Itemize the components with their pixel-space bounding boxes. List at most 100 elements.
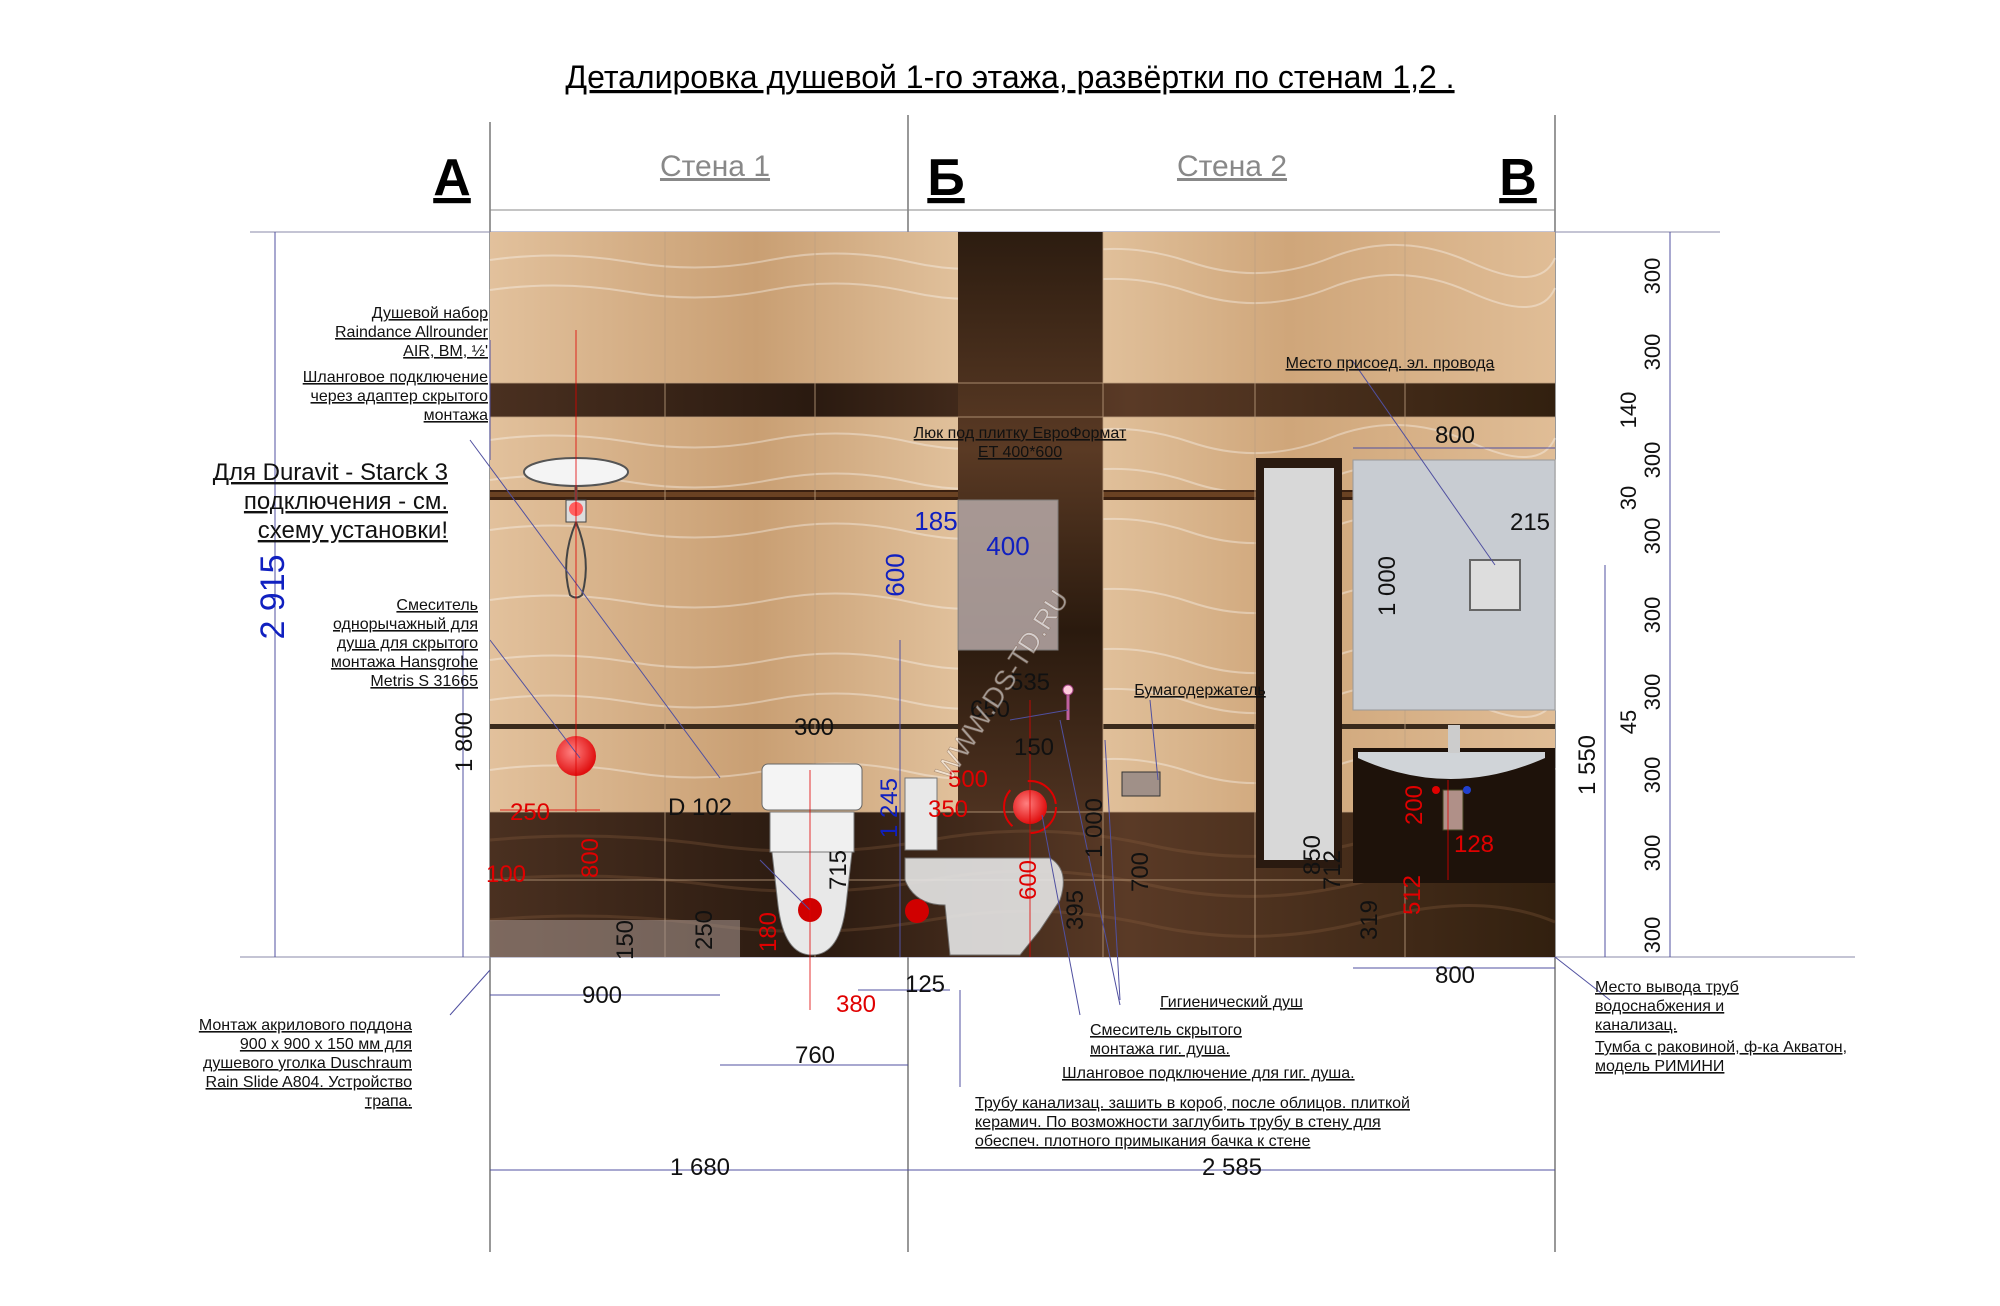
toilet-side: [904, 777, 1064, 956]
black-dimensions: 900 760 1 680 2 585 125 300 D 102 715 15…: [451, 422, 1601, 1181]
red-dim-100: 100: [486, 861, 526, 888]
hose-connection-label-line: монтажа: [424, 407, 488, 424]
leader-line: [1009, 709, 1069, 721]
shower-tray: [490, 920, 740, 957]
shower-set-label-line: AIR, BM, ½': [403, 343, 488, 360]
red-dimensions: 250 100 800 180 380 500 350 600 200 128 …: [486, 766, 1494, 1018]
leader-line: [1059, 719, 1121, 1006]
pipe-box-label-line: обеспеч. плотного примыкания бачка к сте…: [975, 1133, 1310, 1150]
dim-250: 250: [691, 910, 718, 950]
dim-125: 125: [905, 971, 945, 998]
red-dim-500: 500: [948, 766, 988, 793]
dim-712: 712: [1319, 850, 1346, 890]
red-dim-800: 800: [577, 838, 604, 878]
hose-connection-label-line: Шланговое подключение: [303, 369, 488, 386]
right-dim-label: 300: [1640, 258, 1665, 295]
duravit-note-line: Для Duravit - Starck 3: [213, 459, 448, 486]
dim-715: 715: [825, 850, 852, 890]
right-dim-label: 30: [1616, 486, 1641, 510]
dim-395: 395: [1062, 890, 1089, 930]
red-dim-128: 128: [1454, 831, 1494, 858]
mixer-label-line: Metris S 31665: [370, 673, 478, 690]
dim-1800: 1 800: [451, 712, 478, 772]
right-dim-label: 300: [1640, 674, 1665, 711]
tray-label-line: душевого уголка Duschraum: [203, 1055, 412, 1072]
tray-label-line: Rain Slide A804. Устройство: [206, 1074, 413, 1091]
right-dim-label: 140: [1616, 392, 1641, 429]
right-dim-label: 300: [1640, 334, 1665, 371]
red-dim-380: 380: [836, 991, 876, 1018]
shower-set-label-line: Душевой набор: [372, 305, 488, 322]
hygienic-shower-label-line: Гигиенический душ: [1160, 994, 1303, 1011]
dim-1550: 1 550: [1574, 735, 1601, 795]
page-title: Деталировка душевой 1-го этажа, развёртк…: [565, 59, 1454, 95]
leader-line: [1351, 359, 1496, 566]
dim-2585: 2 585: [1202, 1154, 1262, 1181]
blue-dimensions: 185 400 600: [880, 506, 1030, 597]
dim-total-height: 2 915: [254, 554, 292, 639]
mixer-label-line: монтажа Hansgrohe: [331, 654, 478, 671]
right-dim-label: 45: [1616, 710, 1641, 734]
access-hatch: [957, 499, 1059, 651]
hidden-mixer-label-line: монтажа гиг. душа.: [1090, 1041, 1230, 1058]
blue-dim-185: 185: [914, 506, 957, 536]
right-dim-label: 300: [1640, 917, 1665, 954]
pipe-outlet-label-line: канализац.: [1595, 1017, 1677, 1034]
dimension-lines: [274, 232, 1611, 1171]
right-dim-label: 300: [1640, 835, 1665, 872]
pipe-outlet-label-line: Место вывода труб: [1595, 979, 1739, 996]
dim-760: 760: [795, 1042, 835, 1069]
paper-holder-label-line: Бумагодержатель: [1134, 682, 1265, 699]
red-dim-200: 200: [1401, 785, 1428, 825]
red-guide-lines: [500, 330, 1449, 1010]
axis-a-label: А: [433, 149, 471, 207]
leader-line: [469, 439, 721, 779]
dim-150b: 150: [1014, 734, 1054, 761]
dim-d102: D 102: [668, 794, 732, 821]
red-dim-600: 600: [1015, 860, 1042, 900]
hose-hygienic-label-line: Шланговое подключение для гиг. душа.: [1062, 1065, 1355, 1082]
leader-line: [759, 859, 811, 911]
tray-label-line: Монтаж акрилового поддона: [199, 1017, 412, 1034]
blue-dim-600: 600: [880, 553, 910, 596]
dim-150a: 150: [612, 920, 639, 960]
red-dim-350: 350: [928, 796, 968, 823]
right-dim-label: 300: [1640, 518, 1665, 555]
dim-700: 700: [1127, 852, 1154, 892]
duravit-note-line: подключения - см.: [244, 488, 448, 515]
dim-1000a: 1 000: [1081, 798, 1108, 858]
dim-900: 900: [582, 982, 622, 1009]
mixer-label-line: однорычажный для: [333, 616, 478, 633]
tall-cabinet: [1256, 458, 1342, 868]
pipe-box-label-line: Трубу канализац. зашить в короб, после о…: [975, 1095, 1410, 1112]
mixer-label-line: Смеситель: [396, 597, 478, 614]
right-dim-label: 300: [1640, 597, 1665, 634]
vanity-cabinet: [1353, 725, 1555, 883]
right-dim-label: 300: [1640, 757, 1665, 794]
leader-line: [1104, 739, 1121, 1001]
dim-535: 535: [1010, 669, 1050, 696]
right-dim-label: 300: [1640, 442, 1665, 479]
tray-label-line: трапа.: [365, 1093, 412, 1110]
dim-850: 850: [1299, 835, 1326, 875]
cabinet-label-line: Тумба с раковиной, ф-ка Акватон,: [1595, 1039, 1847, 1056]
dim-650: 650: [970, 696, 1010, 723]
duravit-note-line: схему установки!: [258, 517, 448, 544]
dim-800-bot: 800: [1435, 962, 1475, 989]
dim-1680: 1 680: [670, 1154, 730, 1181]
dim-300a: 300: [794, 714, 834, 741]
power-box: [1469, 559, 1521, 611]
leader-line: [1149, 699, 1159, 781]
paper-holder: [1121, 771, 1161, 797]
power-point-label-line: Место присоед. эл. провода: [1286, 355, 1495, 372]
cabinet-label-line: модель РИМИНИ: [1595, 1058, 1724, 1075]
blue-dim-400: 400: [986, 531, 1029, 561]
pipe-outlet-label-line: водоснабжения и: [1595, 998, 1724, 1015]
hidden-mixer-label-line: Смеситель скрытого: [1090, 1022, 1242, 1039]
dim-215: 215: [1510, 509, 1550, 536]
leader-line: [1041, 814, 1081, 1016]
red-dim-512: 512: [1399, 875, 1426, 915]
